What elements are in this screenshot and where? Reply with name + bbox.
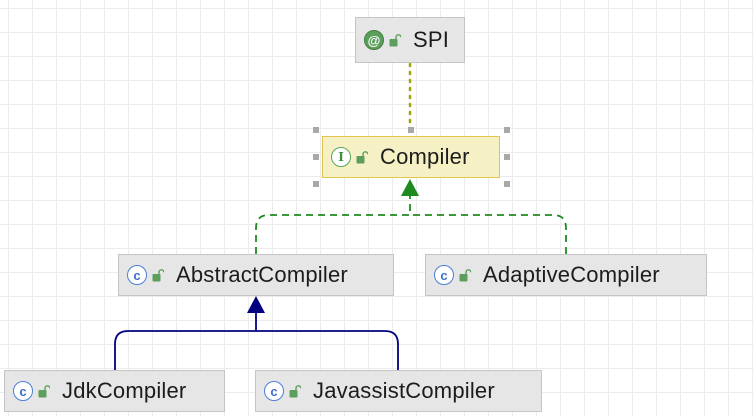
extends-edge-jdk-compiler: [114, 313, 257, 370]
node-jdk-compiler-label: JdkCompiler: [62, 378, 187, 403]
node-abstract-compiler-label: AbstractCompiler: [176, 262, 348, 287]
selection-handle-bottom-right[interactable]: [504, 181, 510, 187]
class-icon: c: [13, 381, 33, 401]
implements-arrowhead: [401, 179, 419, 196]
selection-handle-bottom-left[interactable]: [313, 181, 319, 187]
implements-edge-abstract-compiler: [255, 196, 411, 254]
node-jdk-compiler[interactable]: c JdkCompiler: [4, 370, 225, 412]
unlocked-icon: [389, 33, 401, 47]
node-adaptive-compiler[interactable]: c AdaptiveCompiler: [425, 254, 707, 296]
selection-handle-top-left[interactable]: [313, 127, 319, 133]
selection-handle-top-center[interactable]: [408, 127, 414, 133]
class-icon: c: [264, 381, 284, 401]
unlocked-icon: [152, 268, 164, 282]
annotation-icon: @: [364, 30, 384, 50]
selection-handle-middle-left[interactable]: [313, 154, 319, 160]
node-abstract-compiler[interactable]: c AbstractCompiler: [118, 254, 394, 296]
selection-handle-middle-right[interactable]: [504, 154, 510, 160]
selection-handle-top-right[interactable]: [504, 127, 510, 133]
node-compiler-label: Compiler: [380, 144, 470, 169]
node-javassist-compiler[interactable]: c JavassistCompiler: [255, 370, 542, 412]
node-spi-label: SPI: [413, 27, 450, 52]
extends-arrowhead: [247, 296, 265, 313]
unlocked-icon: [38, 384, 50, 398]
extends-edge-javassist-compiler: [256, 330, 399, 370]
class-icon: c: [434, 265, 454, 285]
unlocked-icon: [459, 268, 471, 282]
unlocked-icon: [289, 384, 301, 398]
node-spi[interactable]: @ SPI: [355, 17, 465, 63]
interface-icon: I: [331, 147, 351, 167]
node-compiler[interactable]: I Compiler: [322, 136, 500, 178]
node-adaptive-compiler-label: AdaptiveCompiler: [483, 262, 660, 287]
node-javassist-compiler-label: JavassistCompiler: [313, 378, 495, 403]
class-icon: c: [127, 265, 147, 285]
unlocked-icon: [356, 150, 368, 164]
implements-edge-adaptive-compiler: [410, 214, 567, 254]
